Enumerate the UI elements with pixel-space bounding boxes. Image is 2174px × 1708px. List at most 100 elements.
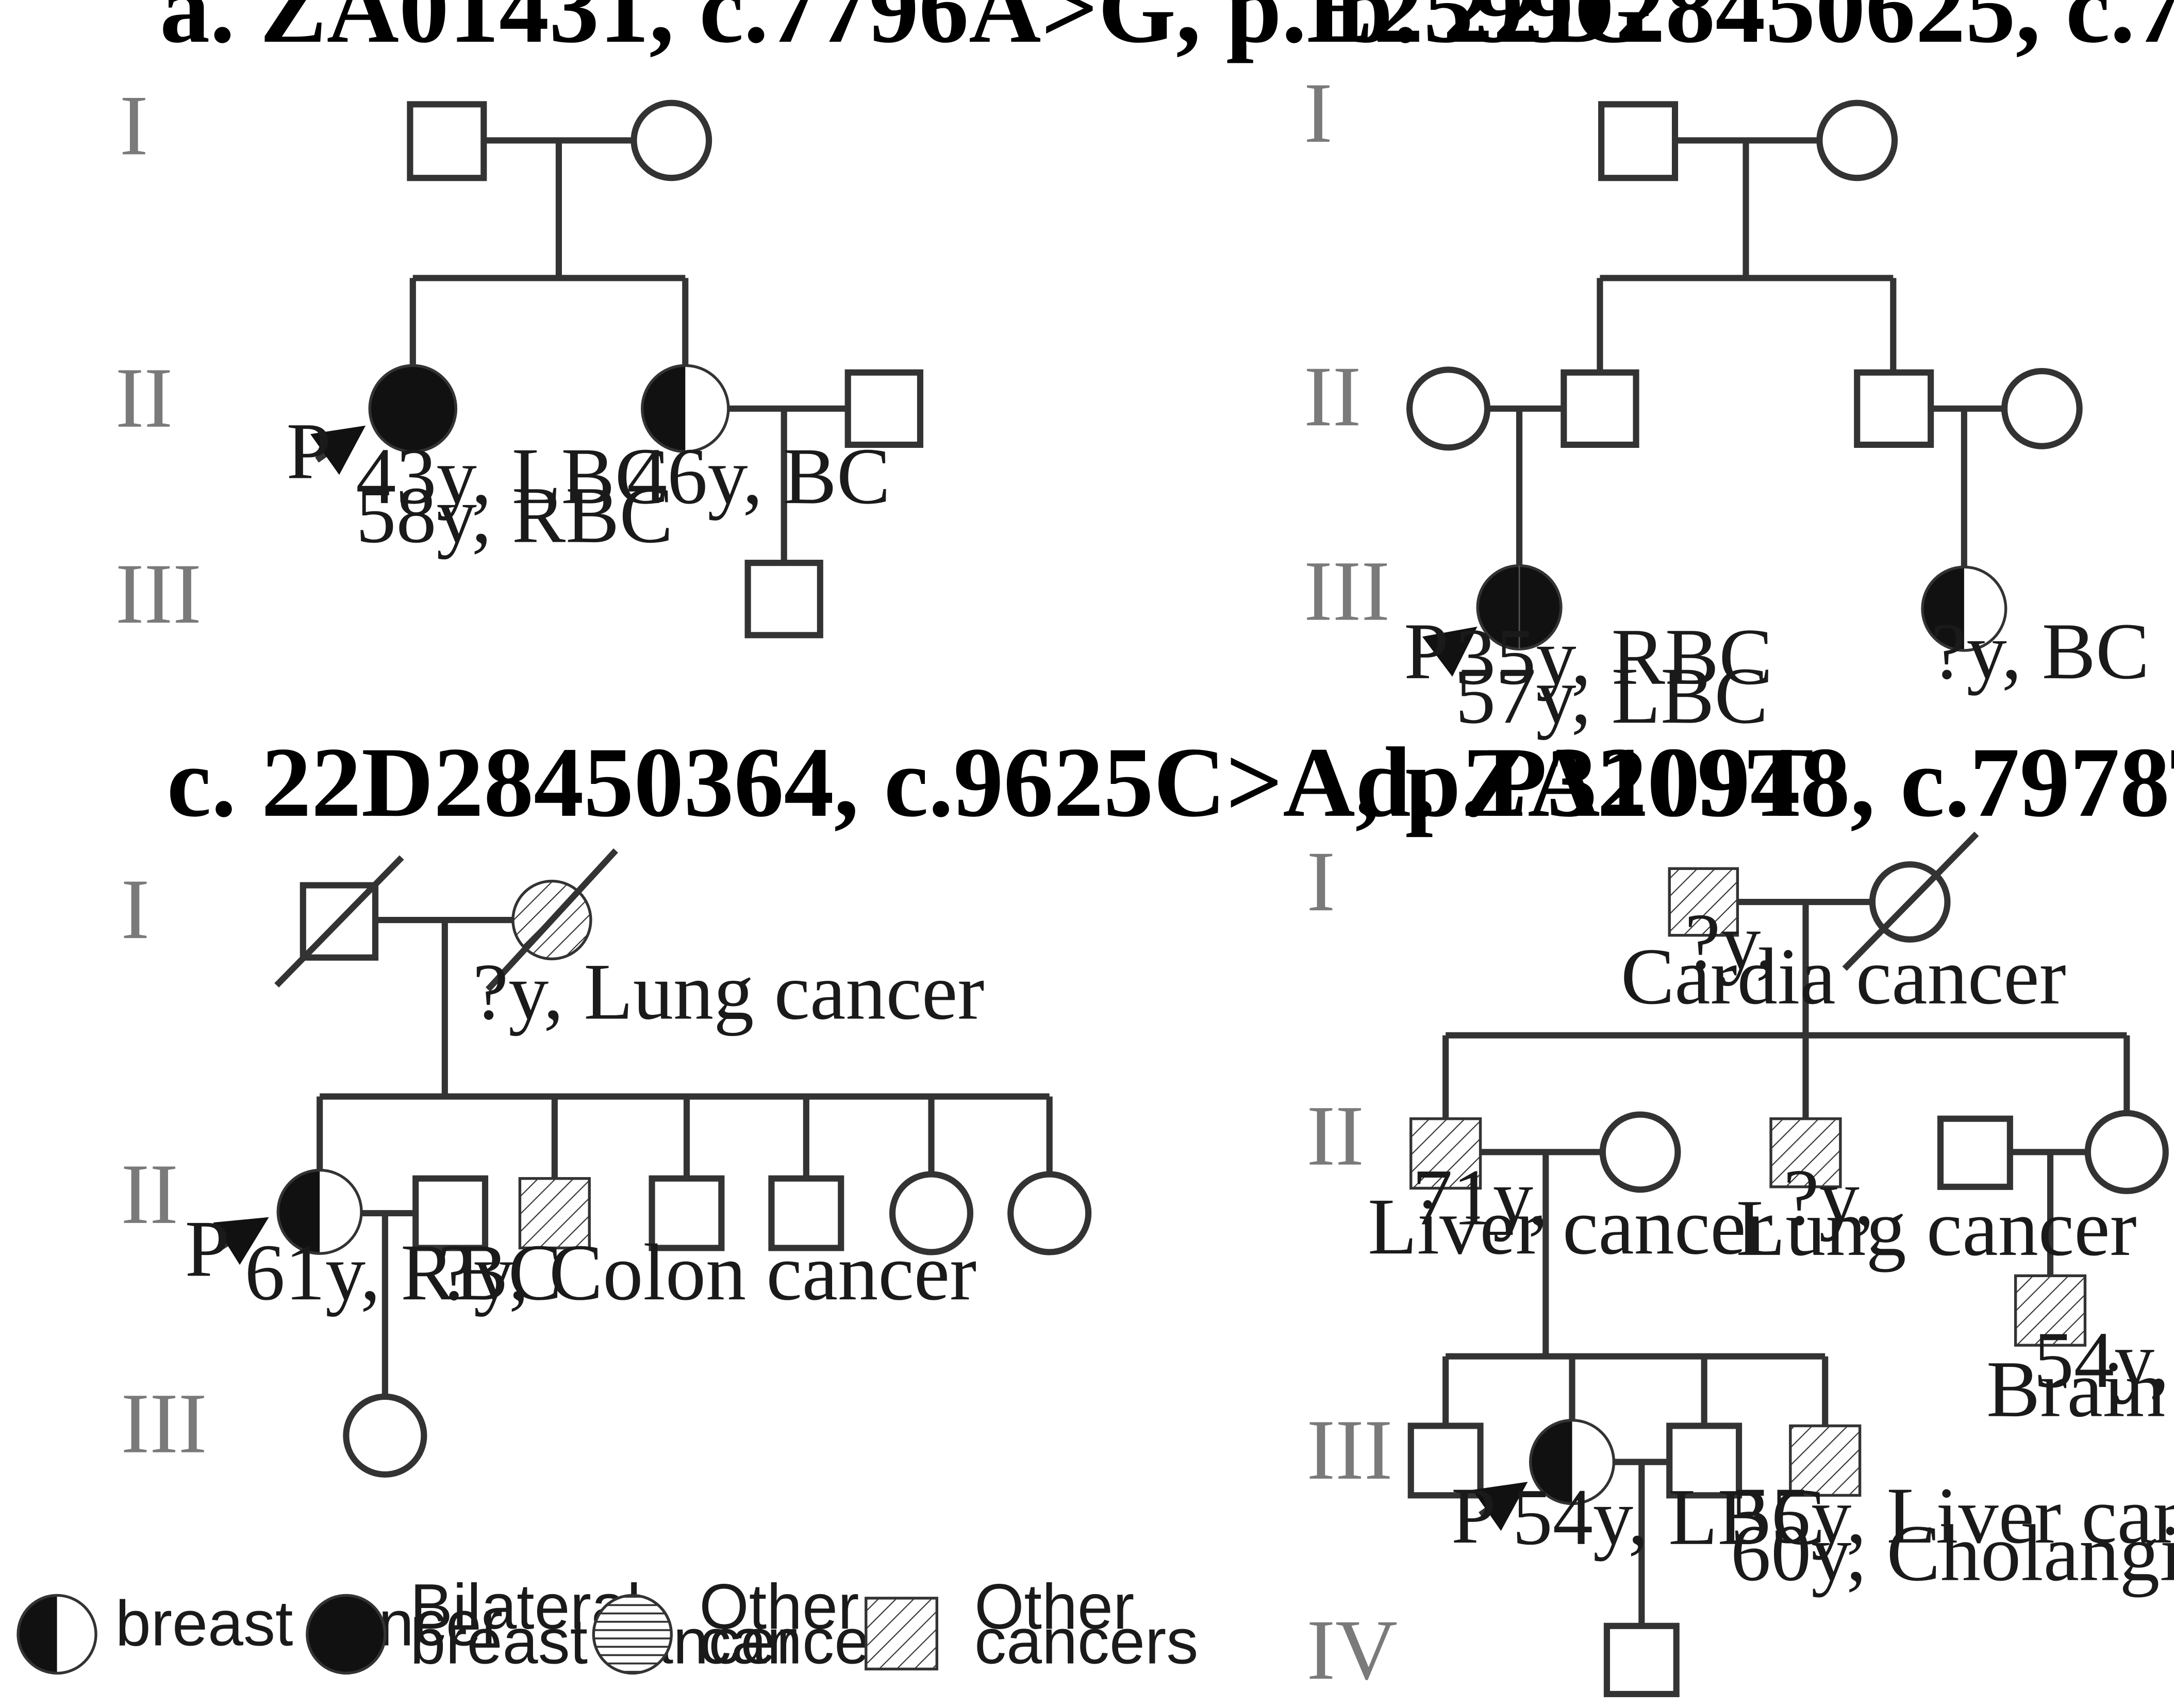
brother-square (1407, 1422, 1484, 1499)
brother-note-line2: 60y, Cholangiocarcinoma (1731, 1509, 2174, 1598)
cousin-note-line1: 54y, (2034, 1315, 2170, 1404)
proband-arrow (1422, 626, 1478, 677)
sister-note: 46y, BC (627, 431, 890, 521)
uncle-square (1854, 369, 1934, 448)
generation-label-I: I (1307, 834, 1336, 929)
grandfather-square (1598, 101, 1679, 181)
spouse-square (844, 369, 924, 448)
proband-arrow (213, 1217, 269, 1265)
cousin-half-filled-circle (1921, 565, 2007, 652)
proband-note-line1: 43y, LBC (356, 431, 669, 521)
proband-note: 54y, LBC (1513, 1472, 1826, 1562)
grandfather-note-line1: ?y, (1685, 897, 1776, 986)
generation-label-I: I (1304, 65, 1333, 161)
generation-label-III: III (1304, 544, 1390, 639)
brother-square (649, 1175, 725, 1251)
proband-marker: P (1451, 1471, 1496, 1560)
grandfather-note-line2: Cardia cancer (1621, 932, 2066, 1021)
cousin-note-line2: Brain cancer (1986, 1345, 2174, 1434)
legend-label: Other (699, 1571, 859, 1643)
uncle-note-line2: Liver cancer (1368, 1182, 1773, 1271)
brother-square (768, 1175, 844, 1251)
panel-b: b. 22D28450625, c.7967T>C, p.L2656P I II… (1304, 0, 2174, 740)
deceased-grandfather-square (274, 855, 404, 988)
legend-item-other-cancers-square: Other cancers (865, 1571, 1198, 1678)
generation-label-II: II (1307, 1089, 1364, 1184)
cousin-hatched-square (2014, 1274, 2087, 1347)
uncle2-note-line1: ?y, (1783, 1153, 1874, 1242)
panel-a: a. ZA01431, c.7796A>G, p.E2599G I II III… (115, 0, 1651, 642)
connector-lines (317, 917, 1053, 1397)
brother-note-line1: 55y, Liver cancer (1731, 1471, 2174, 1560)
generation-label-III: III (115, 546, 202, 642)
connector-lines (409, 137, 848, 563)
grandmother-note: ?y, Lung cancer (473, 947, 985, 1036)
uncle-note-line1: 71y, (1412, 1153, 1548, 1242)
father-square (1561, 369, 1639, 448)
proband-marker: P (286, 407, 331, 496)
daughter-circle (343, 1393, 427, 1478)
filled-circle-icon (306, 1594, 387, 1675)
brother-note: ?y, Colon cancer (438, 1228, 976, 1317)
generation-label-III: III (1307, 1402, 1393, 1498)
legend-label: Other (974, 1571, 1134, 1643)
deceased-grandmother-hatched-circle (485, 848, 618, 992)
uncle2-note-line2: Lung cancer (1736, 1183, 2137, 1272)
brother-hatched-square (518, 1177, 591, 1250)
proband-arrow (1472, 1482, 1528, 1531)
nephew-square (744, 560, 823, 639)
proband-marker: P (1404, 607, 1449, 696)
generation-label-III: III (121, 1376, 207, 1471)
generation-label-IV: IV (1307, 1602, 1398, 1698)
aunt-in-law-circle (1406, 366, 1491, 451)
generation-label-I: I (121, 862, 150, 957)
grandmother-circle (1816, 99, 1898, 181)
generation-label-I: I (120, 78, 148, 173)
generation-label-II: II (121, 1147, 178, 1242)
cousin-note: ?y, BC (1931, 607, 2149, 696)
proband-half-filled-circle (276, 1168, 363, 1255)
panel-b-title: b. 22D28450625, c.7967T>C, p.L2656P (1337, 0, 2174, 63)
legend-label: cancers (974, 1606, 1198, 1678)
proband-note-line2: 58y, RBC (356, 471, 673, 560)
proband-half-filled-circle (1529, 1419, 1616, 1505)
grandfather-hatched-square (1668, 867, 1739, 937)
panel-d-title: d. ZA10948, c.7978T>C, p.Y2660H (1355, 727, 2174, 838)
proband-filled-circle (1476, 564, 1563, 650)
deceased-grandmother-circle (1842, 831, 1979, 971)
legend: breast cancer Bilateral breast cancer Ot… (16, 1571, 1198, 1678)
spouse-square (412, 1175, 489, 1251)
uncle-in-law-square (1937, 1115, 2013, 1190)
son-square (1603, 1622, 1680, 1697)
connector-lines (1442, 898, 2130, 1626)
aunt-circle (2001, 367, 2083, 449)
proband-note-line1: 35y, RBC (1455, 612, 1773, 701)
panel-a-title: a. ZA01431, c.7796A>G, p.E2599G (160, 0, 1651, 63)
generation-label-II: II (1304, 349, 1361, 444)
panel-c-title: c. 22D28450364, c.9625C>A, p.P3209T (167, 727, 1814, 838)
panel-c: c. 22D28450364, c.9625C>A, p.P3209T I II… (121, 727, 1814, 1478)
horizontal-hatched-circle-icon (592, 1594, 673, 1675)
uncle-hatched-square (1409, 1117, 1482, 1190)
aunt-in-law-circle (1599, 1111, 1681, 1193)
proband-filled-circle (368, 364, 458, 454)
half-filled-circle-icon (16, 1594, 97, 1675)
sister-half-filled-circle (640, 364, 730, 454)
spouse-square (1666, 1422, 1742, 1499)
proband-note-line2: 57y, LBC (1455, 651, 1768, 740)
grandfather-square (407, 101, 487, 181)
proband-arrow (310, 425, 366, 475)
generation-label-II: II (115, 350, 173, 446)
connector-lines (1487, 137, 2005, 567)
proband-note: 61y, RBC (245, 1228, 562, 1317)
uncle-hatched-square (1769, 1117, 1842, 1188)
diagonal-hatched-square-icon (865, 1597, 938, 1671)
aunt-circle (2084, 1110, 2169, 1194)
grandmother-circle (630, 99, 712, 181)
proband-marker: P (185, 1204, 230, 1293)
panel-d: d. ZA10948, c.7978T>C, p.Y2660H I II III… (1307, 727, 2174, 1698)
sister-circle (889, 1171, 974, 1255)
sister-circle (1007, 1171, 1092, 1255)
